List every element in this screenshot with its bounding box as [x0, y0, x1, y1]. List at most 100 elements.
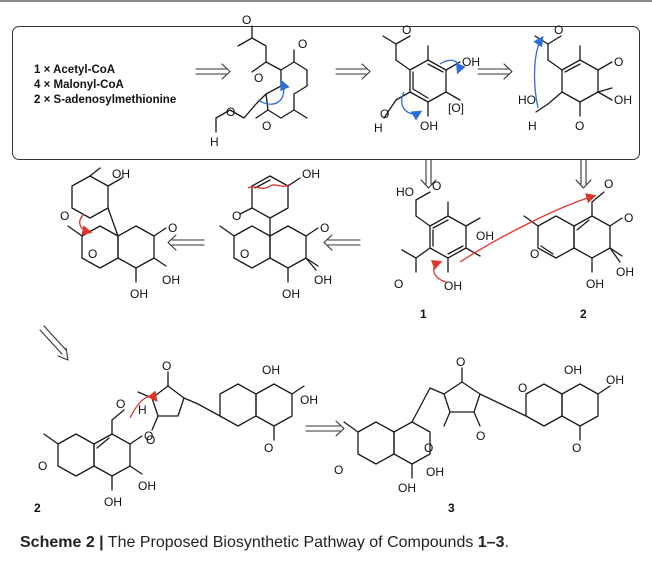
svg-text:O: O — [572, 441, 581, 455]
cyclopentenedione-intermediate — [137, 371, 305, 441]
compound-1-label: 1 — [420, 307, 427, 321]
svg-text:O: O — [254, 71, 263, 85]
svg-text:O: O — [226, 105, 235, 119]
blue-arrow-tautomer — [533, 35, 544, 109]
compound-2-label-lower: 2 — [34, 501, 41, 515]
svg-text:OH: OH — [262, 363, 280, 377]
compound-2-structure — [523, 191, 623, 273]
svg-text:O: O — [240, 247, 249, 261]
svg-text:O: O — [146, 433, 155, 447]
coupled-intermediate-b — [67, 167, 167, 283]
svg-text:O: O — [88, 247, 97, 261]
blue-arrow-enol — [401, 91, 423, 121]
svg-text:O: O — [402, 23, 411, 37]
svg-text:O: O — [334, 463, 343, 477]
caption-text-after: . — [504, 534, 509, 551]
svg-text:OH: OH — [314, 273, 332, 287]
page-top-rule — [0, 0, 652, 2]
compound-2-label: 2 — [580, 307, 587, 321]
red-wavy-bond — [247, 183, 291, 189]
arrow-left-2 — [167, 234, 205, 251]
svg-text:O: O — [614, 55, 623, 69]
arrow-box-1 — [195, 63, 231, 80]
coupled-intermediate-a — [219, 175, 319, 283]
svg-text:O: O — [575, 119, 584, 133]
svg-text:OH: OH — [300, 393, 318, 407]
reagent-acetyl-coa: 1 × Acetyl-CoA — [34, 64, 116, 76]
blue-arrow-ring — [439, 59, 466, 75]
svg-text:O: O — [554, 23, 563, 37]
compound-1-structure — [401, 191, 481, 273]
svg-text:OH: OH — [130, 287, 148, 301]
red-arrow-retro — [79, 213, 93, 236]
svg-text:O: O — [60, 209, 69, 223]
svg-text:H: H — [528, 119, 537, 133]
arrow-box-3 — [477, 63, 513, 80]
reagent-sam: 2 × S-adenosylmethionine — [34, 94, 177, 106]
svg-text:O: O — [232, 209, 241, 223]
svg-text:O: O — [456, 355, 465, 369]
blue-arrow-cyclization — [257, 79, 290, 105]
svg-text:O: O — [168, 221, 177, 235]
svg-text:OH: OH — [444, 279, 462, 293]
compound-3-structure — [343, 367, 611, 479]
svg-text:O: O — [320, 221, 329, 235]
arrow-left-1 — [323, 234, 361, 251]
svg-text:H: H — [374, 121, 383, 135]
svg-text:OH: OH — [426, 465, 444, 479]
svg-text:[O]: [O] — [448, 101, 464, 115]
caption-compounds: 1–3 — [477, 534, 505, 551]
arrow-down-1 — [420, 159, 437, 189]
svg-text:O: O — [624, 211, 633, 225]
svg-text:O: O — [116, 397, 125, 411]
svg-text:HO: HO — [396, 185, 414, 199]
svg-text:OH: OH — [112, 167, 130, 181]
arrow-diagonal — [39, 325, 69, 361]
svg-text:OH: OH — [282, 287, 300, 301]
svg-text:HO: HO — [518, 93, 536, 107]
scheme-caption: Scheme 2 | The Proposed Biosynthetic Pat… — [20, 534, 509, 552]
svg-text:O: O — [144, 429, 153, 443]
svg-text:OH: OH — [586, 277, 604, 291]
svg-text:O: O — [380, 107, 389, 121]
arrow-down-2 — [575, 159, 592, 189]
svg-text:O: O — [518, 381, 527, 395]
svg-text:OH: OH — [614, 93, 632, 107]
svg-text:O: O — [298, 37, 307, 51]
arrow-box-2 — [335, 63, 371, 80]
svg-text:OH: OH — [564, 363, 582, 377]
dearomatized-intermediate — [534, 35, 613, 117]
caption-text-before: The Proposed Biosynthetic Pathway of Com… — [103, 534, 478, 551]
svg-text:OH: OH — [616, 265, 634, 279]
svg-text:OH: OH — [162, 273, 180, 287]
svg-text:O: O — [530, 247, 539, 261]
svg-text:O: O — [262, 119, 271, 133]
svg-text:OH: OH — [302, 167, 320, 181]
precursor-list: 1 × Acetyl-CoA 4 × Malonyl-CoA 2 × S-ade… — [34, 63, 176, 108]
svg-text:OH: OH — [104, 495, 122, 509]
reaction-arrows — [39, 63, 592, 437]
svg-text:O: O — [242, 13, 251, 27]
svg-text:OH: OH — [606, 373, 624, 387]
svg-text:O: O — [604, 177, 613, 191]
aromatic-intermediate — [382, 35, 461, 119]
compound-3-label: 3 — [448, 501, 455, 515]
reagent-malonyl-coa: 4 × Malonyl-CoA — [34, 79, 124, 91]
svg-text:O: O — [394, 277, 403, 291]
caption-label: Scheme 2 | — [20, 534, 104, 551]
svg-text:O: O — [424, 441, 433, 455]
compound-2-structure-lower — [43, 409, 143, 491]
svg-text:H: H — [210, 135, 219, 149]
svg-text:O: O — [476, 429, 485, 443]
svg-text:OH: OH — [476, 229, 494, 243]
red-arrow-oh — [430, 260, 447, 283]
red-arrow-lower — [129, 390, 158, 419]
svg-text:OH: OH — [420, 119, 438, 133]
svg-text:O: O — [38, 459, 47, 473]
svg-text:OH: OH — [398, 481, 416, 495]
svg-text:OH: OH — [138, 479, 156, 493]
red-arrow-aldol — [459, 193, 597, 263]
svg-text:O: O — [264, 441, 273, 455]
